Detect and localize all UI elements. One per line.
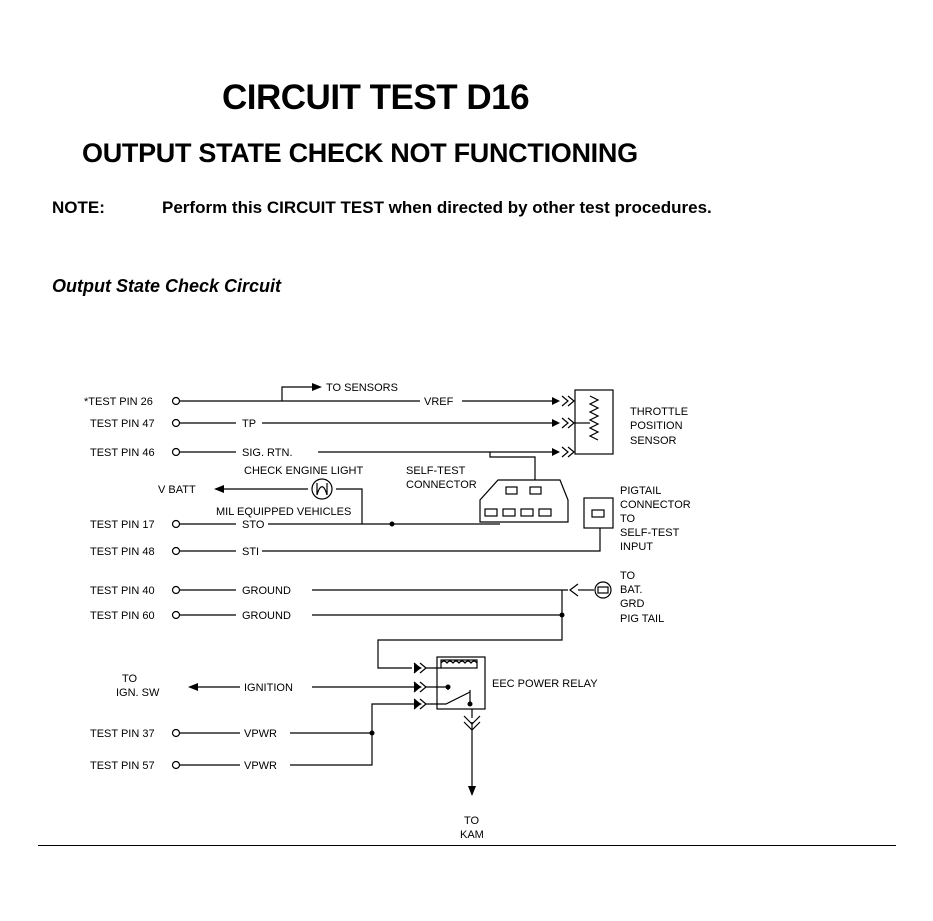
bat-grd-label-2: BAT. — [620, 584, 642, 596]
bat-grd-label-4: PIG TAIL — [620, 613, 664, 625]
tps-label-2: POSITION — [630, 420, 683, 432]
tps-label-3: SENSOR — [630, 435, 677, 447]
eec-power-relay — [436, 656, 486, 710]
ignition-label: IGNITION — [244, 682, 293, 694]
pin48-label: TEST PIN 48 — [90, 546, 155, 558]
to-ign-sw-label-2: IGN. SW — [116, 687, 160, 699]
note: NOTE: Perform this CIRCUIT TEST when dire… — [52, 196, 752, 220]
tps-sensor-box — [574, 389, 614, 455]
to-kam-label-1: TO — [464, 815, 480, 827]
pigtail-connector — [583, 497, 614, 529]
check-engine-light-label: CHECK ENGINE LIGHT — [244, 465, 363, 477]
ground-to-relay — [377, 590, 563, 669]
bat-grd-label-3: GRD — [620, 598, 645, 610]
note-label: NOTE: — [52, 198, 105, 217]
pin37-label: TEST PIN 37 — [90, 728, 155, 740]
tp-label: TP — [242, 418, 256, 430]
bat-grd-label-1: TO — [620, 570, 636, 582]
pin26-label: *TEST PIN 26 — [84, 396, 153, 408]
check-engine-light-bulb — [311, 478, 333, 500]
sto-label: STO — [242, 519, 265, 531]
vpwr-wire-57 — [180, 703, 414, 766]
pin17-label: TEST PIN 17 — [90, 519, 155, 531]
pin46-terminal — [171, 447, 181, 457]
mil-equipped-label: MIL EQUIPPED VEHICLES — [216, 506, 351, 518]
diagram-caption: Output State Check Circuit — [52, 276, 282, 296]
pin46-label: TEST PIN 46 — [90, 447, 155, 459]
page-subtitle: OUTPUT STATE CHECK NOT FUNCTIONING — [82, 138, 638, 168]
pin60-label: TEST PIN 60 — [90, 610, 155, 622]
sti-label: STI — [242, 546, 259, 558]
pin57-terminal — [171, 760, 181, 770]
to-kam-label-2: KAM — [460, 829, 484, 841]
self-test-connector-label-1: SELF-TEST — [406, 465, 466, 477]
sti-wire — [180, 528, 601, 552]
pin48-terminal — [171, 546, 181, 556]
vref-label: VREF — [424, 396, 454, 408]
tps-resistor — [588, 395, 600, 441]
check-engine-wire — [222, 488, 363, 524]
pin26-terminal — [171, 396, 181, 406]
pigtail-label-3: TO — [620, 513, 636, 525]
pin40-label: TEST PIN 40 — [90, 585, 155, 597]
pin37-terminal — [171, 728, 181, 738]
self-test-connector-label-2: CONNECTOR — [406, 479, 477, 491]
bat-ground-pigtail — [594, 581, 612, 599]
pin40-terminal — [171, 585, 181, 595]
pigtail-label-5: INPUT — [620, 541, 653, 553]
sig-rtn-to-connector — [489, 452, 536, 480]
sig-rtn-label: SIG. RTN. — [242, 447, 293, 459]
pigtail-label-4: SELF-TEST — [620, 527, 680, 539]
bottom-rule — [38, 845, 896, 846]
pin57-label: TEST PIN 57 — [90, 760, 155, 772]
pin60-terminal — [171, 610, 181, 620]
ground-label-60: GROUND — [242, 610, 291, 622]
to-ign-sw-label-1: TO — [122, 673, 138, 685]
eec-power-relay-label: EEC POWER RELAY — [492, 678, 598, 690]
tps-label-1: THROTTLE — [630, 406, 688, 418]
to-sensors-label: TO SENSORS — [326, 382, 398, 394]
pin17-terminal — [171, 519, 181, 529]
pigtail-label-2: CONNECTOR — [620, 499, 691, 511]
page-title: CIRCUIT TEST D16 — [222, 78, 530, 117]
pin47-label: TEST PIN 47 — [90, 418, 155, 430]
ground-label-40: GROUND — [242, 585, 291, 597]
pigtail-label-1: PIGTAIL — [620, 485, 661, 497]
self-test-connector — [479, 479, 569, 523]
vpwr-label-57: VPWR — [244, 760, 277, 772]
note-text: Perform this CIRCUIT TEST when directed … — [162, 198, 712, 217]
vpwr-label-37: VPWR — [244, 728, 277, 740]
v-batt-label: V BATT — [158, 484, 196, 496]
to-sensors-branch — [281, 386, 312, 401]
pin47-terminal — [171, 418, 181, 428]
